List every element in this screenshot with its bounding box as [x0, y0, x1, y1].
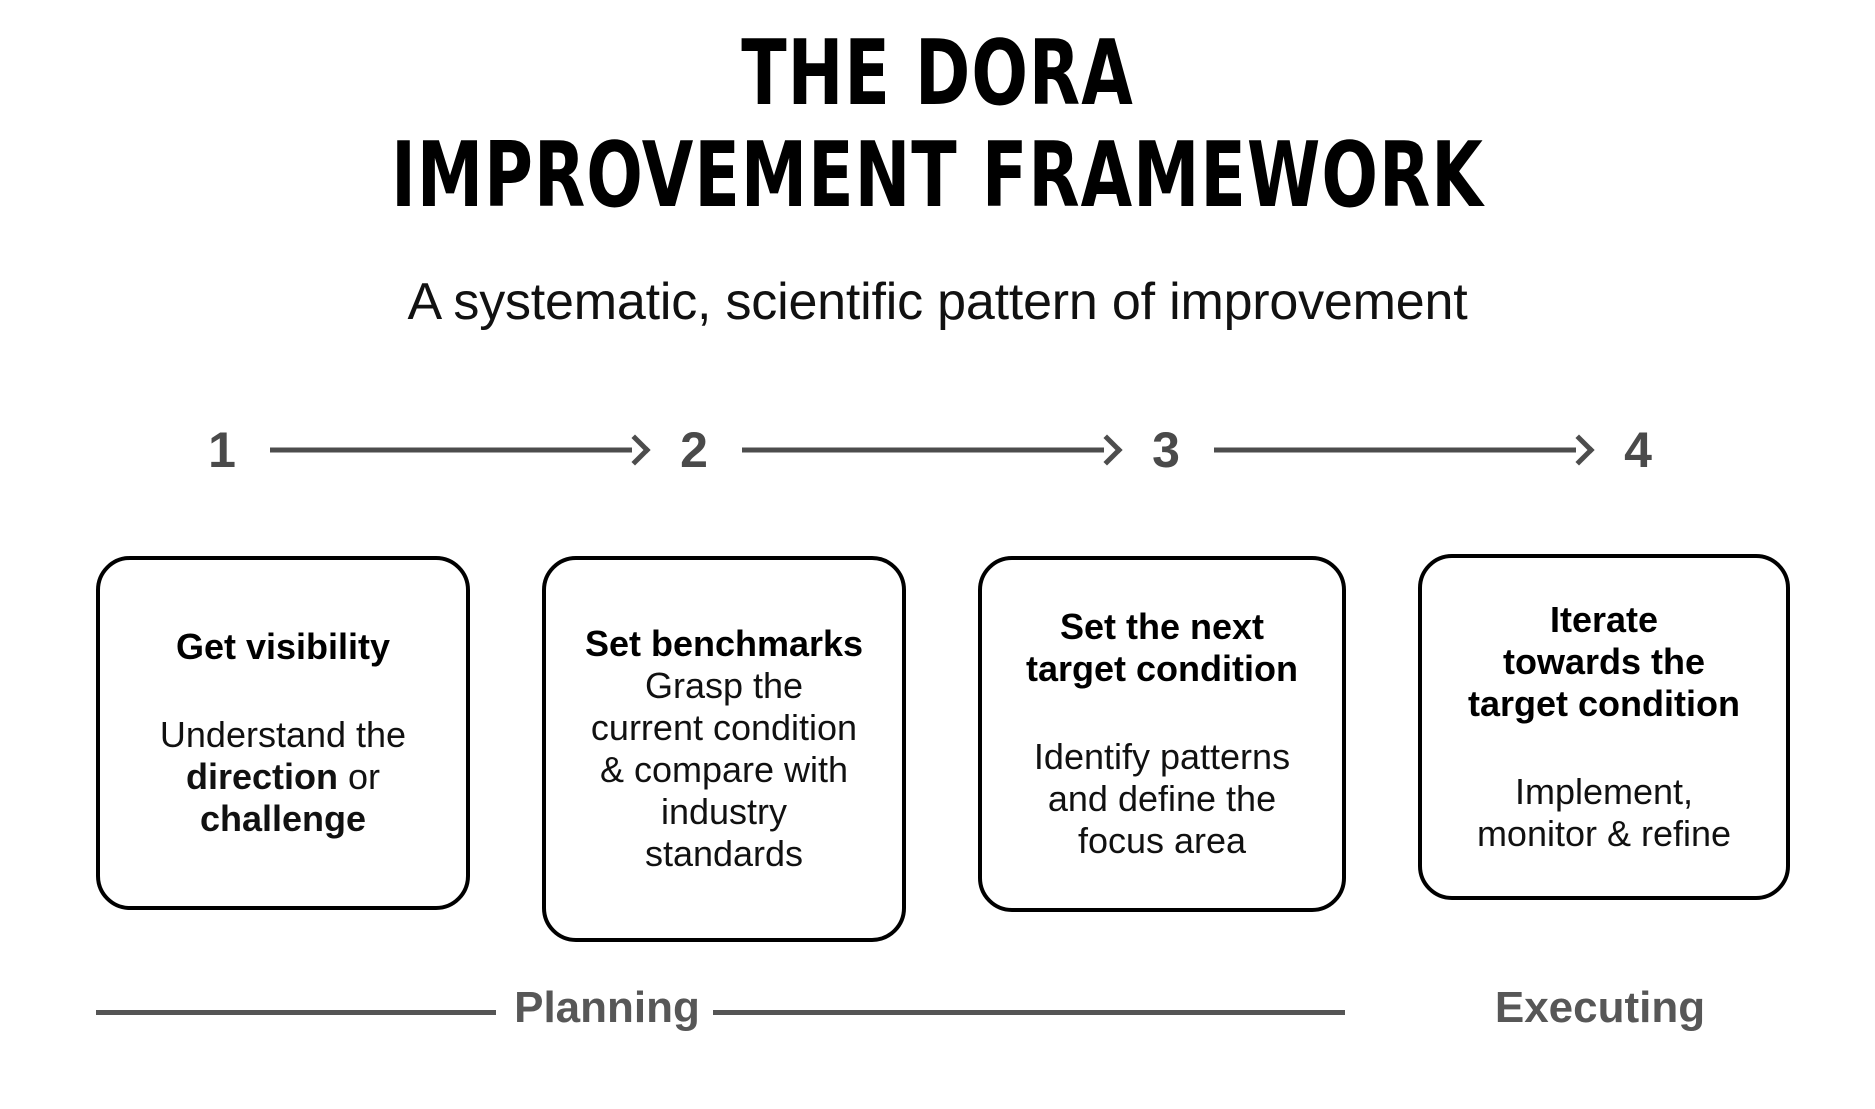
step-card-2-heading: Set benchmarks	[584, 622, 864, 664]
step-sequence: 1 2 3 4	[200, 418, 1660, 482]
phase-label-planning: Planning	[514, 983, 700, 1032]
phase-line-right	[713, 1010, 1345, 1015]
step-number-1: 1	[208, 422, 236, 478]
arrow-head-icon	[1091, 434, 1123, 466]
page-title-line-1: THE DORA	[741, 21, 1134, 127]
step-card-1-body-bold-1: direction	[185, 756, 338, 797]
step-card-1: Get visibility Understand the direction …	[96, 556, 470, 910]
arrow-step-1-to-2	[270, 434, 651, 466]
step-number-3: 3	[1152, 422, 1180, 478]
phase-label-executing: Executing	[1494, 983, 1706, 1032]
step-number-2: 2	[680, 422, 708, 478]
title-block: THE DORA IMPROVEMENT FRAMEWORK	[0, 21, 1875, 224]
step-card-4-body: Implement, monitor & refine	[1476, 771, 1732, 855]
step-card-2: Set benchmarks Grasp the current conditi…	[542, 556, 906, 942]
step-card-4: Iterate towards the target condition Imp…	[1418, 554, 1790, 900]
page-title-line-2: IMPROVEMENT FRAMEWORK	[391, 123, 1484, 229]
step-card-3-body: Identify patterns and define the focus a…	[1033, 735, 1291, 862]
phase-bar: Planning Executing	[0, 966, 1875, 1056]
step-card-1-body-bold-2: challenge	[199, 798, 367, 840]
step-card-2-body: Grasp the current condition & compare wi…	[590, 664, 858, 875]
arrow-step-2-to-3	[742, 434, 1123, 466]
step-card-3-heading: Set the next target condition	[1026, 605, 1298, 689]
step-card-1-body-prefix: Understand the	[159, 713, 407, 755]
step-card-4-heading: Iterate towards the target condition	[1468, 598, 1740, 724]
arrow-shaft	[742, 447, 1104, 453]
arrow-head-icon	[1563, 434, 1595, 466]
phase-line-left	[96, 1010, 496, 1015]
arrow-step-3-to-4	[1214, 434, 1595, 466]
page-subtitle: A systematic, scientific pattern of impr…	[407, 273, 1468, 331]
step-number-4: 4	[1624, 422, 1652, 478]
arrow-head-icon	[619, 434, 651, 466]
step-card-3: Set the next target condition Identify p…	[978, 556, 1346, 912]
arrow-shaft	[1214, 447, 1576, 453]
step-card-1-body-mid: or	[347, 756, 380, 797]
arrow-shaft	[270, 447, 632, 453]
step-card-1-heading: Get visibility	[175, 625, 391, 667]
step-card-1-body: Understand the direction or challenge	[160, 714, 406, 840]
